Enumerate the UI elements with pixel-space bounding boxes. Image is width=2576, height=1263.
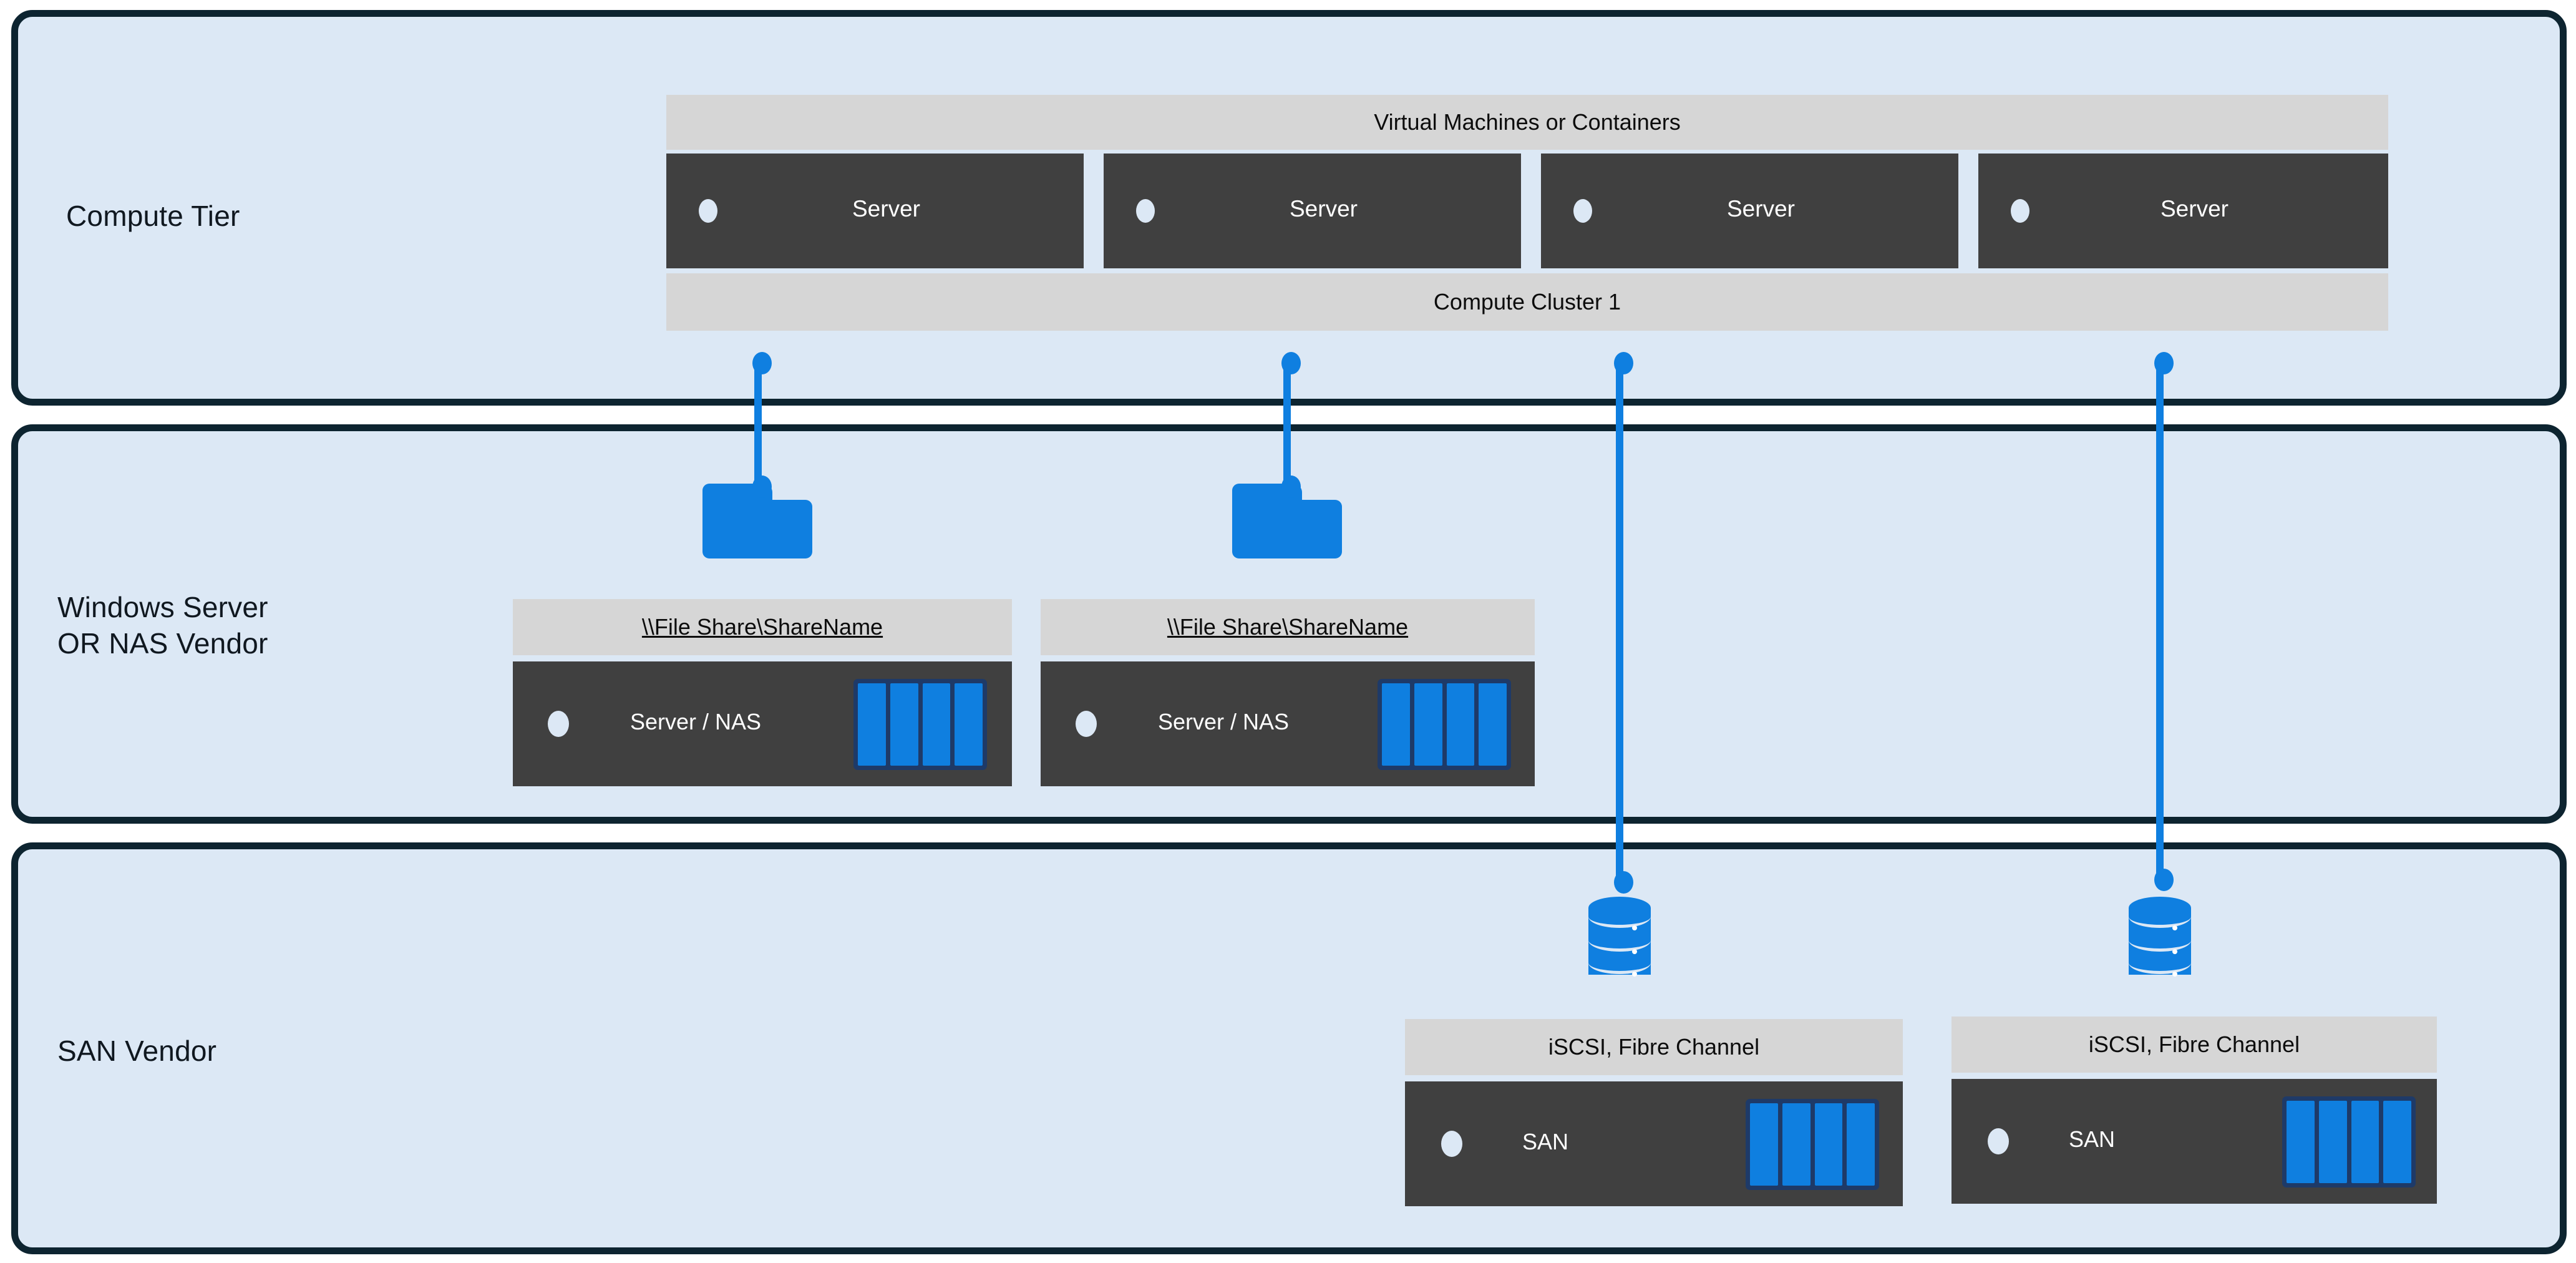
caption-text: Compute Cluster 1: [1433, 289, 1621, 315]
drive-bar: [1414, 683, 1442, 766]
status-led-icon: [1441, 1131, 1462, 1157]
drive-bay: [1378, 679, 1511, 770]
folder-body: [702, 500, 812, 558]
fileshare-node-1-label: Server / NAS: [630, 709, 762, 734]
caption-text: \\File Share\ShareName: [1167, 614, 1409, 640]
database-cylinder-icon: [1588, 894, 1651, 977]
db-indicator-dot: [1632, 949, 1637, 954]
status-led-icon: [1573, 199, 1592, 223]
status-led-icon: [2011, 199, 2029, 223]
compute-server-1[interactable]: Server: [666, 154, 1084, 268]
compute-server-3-label: Server: [1727, 196, 1795, 222]
drive-bar: [1782, 1103, 1810, 1186]
compute-server-4[interactable]: Server: [1978, 154, 2388, 268]
caption-compute-cluster-1: Compute Cluster 1: [666, 273, 2388, 331]
db-indicator-dot: [2172, 949, 2177, 954]
drive-bay: [1746, 1099, 1879, 1190]
status-led-icon: [548, 711, 569, 737]
san-node-1-label: SAN: [1522, 1129, 1569, 1154]
caption-text: \\File Share\ShareName: [641, 614, 883, 640]
tier-label-compute: Compute Tier: [66, 200, 240, 232]
connector-endpoint-dot: [752, 475, 772, 498]
drive-bar: [1382, 683, 1410, 766]
fileshare-node-1[interactable]: Server / NAS: [513, 661, 1012, 786]
tier-label-fileshare: Windows Server OR NAS Vendor: [57, 591, 268, 660]
status-led-icon: [1076, 711, 1097, 737]
conn-server4-to-san2: [2156, 363, 2164, 880]
drive-bay: [853, 679, 987, 770]
connector-endpoint-dot: [1613, 871, 1633, 894]
connector-endpoint-dot: [752, 352, 772, 374]
connector-endpoint-dot: [1613, 352, 1633, 374]
drive-bar: [955, 683, 983, 766]
drive-bar: [2287, 1101, 2315, 1183]
drive-bar: [1814, 1103, 1843, 1186]
compute-server-2-label: Server: [1290, 196, 1358, 222]
db-indicator-dot: [2172, 972, 2177, 977]
connector-endpoint-dot: [1281, 475, 1301, 498]
san-node-1[interactable]: SAN: [1405, 1081, 1903, 1206]
caption-text: Virtual Machines or Containers: [1374, 109, 1681, 135]
fileshare-node-2-label: Server / NAS: [1158, 709, 1290, 734]
compute-server-2[interactable]: Server: [1104, 154, 1521, 268]
conn-server2-to-fileshare2: [1283, 363, 1291, 488]
caption-file-share-2: \\File Share\ShareName: [1041, 599, 1535, 655]
drive-bar: [1479, 683, 1507, 766]
fileshare-node-2[interactable]: Server / NAS: [1041, 661, 1535, 786]
db-disc-top: [2129, 897, 2191, 928]
status-led-icon: [699, 199, 717, 223]
san-node-2-label: SAN: [2069, 1126, 2116, 1152]
conn-server3-to-san1: [1616, 363, 1623, 882]
compute-server-1-label: Server: [852, 196, 920, 222]
db-disc-top: [1588, 897, 1651, 928]
status-led-icon: [1988, 1128, 2009, 1154]
drive-bar: [890, 683, 918, 766]
compute-server-3[interactable]: Server: [1541, 154, 1958, 268]
tier-label-san: SAN Vendor: [57, 1035, 217, 1067]
san-node-2[interactable]: SAN: [1951, 1079, 2437, 1204]
compute-server-4-label: Server: [2160, 196, 2228, 222]
drive-bar: [2383, 1101, 2411, 1183]
connector-endpoint-dot: [2154, 352, 2174, 374]
db-indicator-dot: [1632, 972, 1637, 977]
drive-bar: [922, 683, 951, 766]
connector-endpoint-dot: [1281, 352, 1301, 374]
drive-bar: [2318, 1101, 2347, 1183]
folder-body: [1232, 500, 1342, 558]
caption-virtual-machines-or-containers: Virtual Machines or Containers: [666, 95, 2388, 150]
drive-bar: [1847, 1103, 1875, 1186]
drive-bar: [1446, 683, 1475, 766]
drive-bar: [858, 683, 886, 766]
db-indicator-dot: [2172, 925, 2177, 930]
caption-text: iSCSI, Fibre Channel: [2088, 1031, 2300, 1057]
database-cylinder-icon: [2129, 894, 2191, 977]
connector-endpoint-dot: [2154, 869, 2174, 891]
db-indicator-dot: [1632, 925, 1637, 930]
drive-bar: [1750, 1103, 1778, 1186]
caption-file-share-1: \\File Share\ShareName: [513, 599, 1012, 655]
caption-iscsi-fibre-channel-2: iSCSI, Fibre Channel: [1951, 1017, 2437, 1073]
conn-server1-to-fileshare1: [754, 363, 762, 488]
drive-bay: [2282, 1096, 2416, 1187]
status-led-icon: [1136, 199, 1155, 223]
drive-bar: [2351, 1101, 2379, 1183]
caption-iscsi-fibre-channel-1: iSCSI, Fibre Channel: [1405, 1019, 1903, 1075]
caption-text: iSCSI, Fibre Channel: [1548, 1034, 1760, 1060]
